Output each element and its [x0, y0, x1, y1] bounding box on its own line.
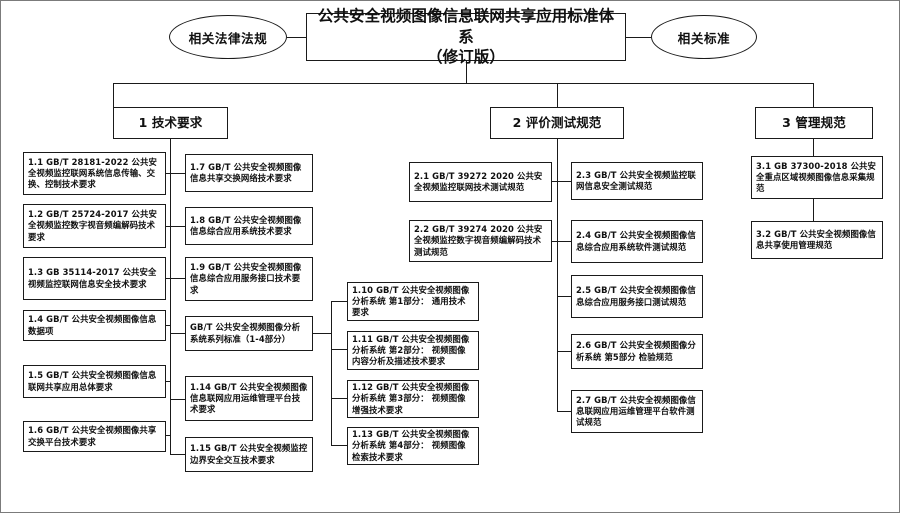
leaf-3.1-text: 3.1 GB 37300-2018 公共安全重点区域视频图像信息采集规范 — [756, 160, 876, 194]
connector-cat1-spine — [170, 139, 171, 454]
leaf-1.11-text: 1.11 GB/T 公共安全视频图像分析系统 第2部分： 视频图像内容分析及描述… — [352, 333, 470, 367]
leaf-analysis-series-text: GB/T 公共安全视频图像分析系统系列标准（1-4部分） — [190, 322, 301, 344]
connector-cat1-col2-1.7 — [170, 173, 185, 174]
leaf-1.14[interactable]: 1.14 GB/T 公共安全视频图像信息联网应用运维管理平台技术要求 — [185, 376, 313, 421]
connector-series-1.10 — [331, 301, 347, 302]
leaf-1.4[interactable]: 1.4 GB/T 公共安全视频图像信息数据项 — [23, 310, 166, 341]
leaf-1.8-text: 1.8 GB/T 公共安全视频图像信息综合应用系统技术要求 — [190, 214, 302, 236]
connector-cat3-to-3.1 — [813, 139, 814, 156]
leaf-1.14-text: 1.14 GB/T 公共安全视频图像信息联网应用运维管理平台技术要求 — [190, 381, 308, 415]
connector-cat2-col2-2.3 — [557, 181, 571, 182]
connector-series-spine — [331, 301, 332, 445]
connector-laws-to-root — [287, 37, 306, 38]
connector-cat1-col2-1.15 — [170, 454, 185, 455]
leaf-2.3-text: 2.3 GB/T 公共安全视频监控联网信息安全测试规范 — [576, 169, 696, 191]
connector-3.1-to-3.2 — [813, 199, 814, 221]
leaf-1.7[interactable]: 1.7 GB/T 公共安全视频图像信息共享交换网络技术要求 — [185, 154, 313, 192]
connector-cat2-col2-2.7 — [557, 411, 571, 412]
leaf-1.3[interactable]: 1.3 GB 35114-2017 公共安全视频监控联网信息安全技术要求 — [23, 257, 166, 300]
node-root-title-text: 公共安全视频图像信息联网共享应用标准体系 （修订版） — [317, 7, 615, 67]
node-related-standards-label: 相关标准 — [677, 30, 731, 46]
leaf-2.2[interactable]: 2.2 GB/T 39274 2020 公共安全视频监控数字视音频编解码技术测试… — [409, 220, 552, 262]
leaf-2.2-text: 2.2 GB/T 39274 2020 公共安全视频监控数字视音频编解码技术测试… — [414, 224, 543, 257]
leaf-1.15-text: 1.15 GB/T 公共安全视频监控边界安全交互技术要求 — [190, 443, 308, 465]
leaf-2.4[interactable]: 2.4 GB/T 公共安全视频图像信息综合应用系统软件测试规范 — [571, 220, 703, 263]
leaf-3.2-text: 3.2 GB/T 公共安全视频图像信息共享使用管理规范 — [756, 228, 876, 250]
connector-trunk-to-cat1 — [113, 83, 114, 107]
leaf-2.5-text: 2.5 GB/T 公共安全视频图像信息综合应用服务接口测试规范 — [576, 285, 696, 307]
leaf-1.1[interactable]: 1.1 GB/T 28181-2022 公共安全视频监控联网系统信息传输、交换、… — [23, 152, 166, 195]
leaf-1.12[interactable]: 1.12 GB/T 公共安全视频图像分析系统 第3部分： 视频图像增强技术要求 — [347, 380, 479, 418]
node-root-title[interactable]: 公共安全视频图像信息联网共享应用标准体系 （修订版） — [306, 7, 626, 66]
leaf-1.10[interactable]: 1.10 GB/T 公共安全视频图像分析系统 第1部分： 通用技术要求 — [347, 282, 479, 321]
node-related-standards[interactable]: 相关标准 — [651, 15, 757, 59]
leaf-1.13-text: 1.13 GB/T 公共安全视频图像分析系统 第4部分： 视频图像检索技术要求 — [352, 429, 470, 462]
leaf-2.5[interactable]: 2.5 GB/T 公共安全视频图像信息综合应用服务接口测试规范 — [571, 275, 703, 318]
category-3-management-spec[interactable]: 3 管理规范 — [755, 107, 873, 139]
category-3-label: 3 管理规范 — [782, 115, 846, 130]
connector-series-1.13 — [331, 445, 347, 446]
connector-series-1.11 — [331, 349, 347, 350]
leaf-1.8[interactable]: 1.8 GB/T 公共安全视频图像信息综合应用系统技术要求 — [185, 207, 313, 245]
connector-series-out — [313, 333, 331, 334]
leaf-1.6-text: 1.6 GB/T 公共安全视频图像共享交换平台技术要求 — [28, 425, 157, 447]
leaf-1.5[interactable]: 1.5 GB/T 公共安全视频图像信息联网共享应用总体要求 — [23, 365, 166, 398]
leaf-1.9-text: 1.9 GB/T 公共安全视频图像信息综合应用服务接口技术要求 — [190, 262, 302, 295]
leaf-3.1[interactable]: 3.1 GB 37300-2018 公共安全重点区域视频图像信息采集规范 — [751, 156, 883, 199]
connector-cat1-col2-1.14 — [170, 399, 185, 400]
leaf-2.7[interactable]: 2.7 GB/T 公共安全视频图像信息联网应用运维管理平台软件测试规范 — [571, 390, 703, 433]
connector-cat1-col1-1.6 — [166, 435, 171, 436]
connector-cat1-col1-1.3 — [166, 278, 171, 279]
leaf-1.9[interactable]: 1.9 GB/T 公共安全视频图像信息综合应用服务接口技术要求 — [185, 257, 313, 301]
connector-cat1-col2-series — [170, 333, 185, 334]
connector-cat2-col2-2.6 — [557, 351, 571, 352]
connector-cat1-col2-1.8 — [170, 226, 185, 227]
connector-cat1-col1-1.2 — [166, 226, 171, 227]
connector-cat2-col1-2.1 — [552, 181, 558, 182]
category-1-label: 1 技术要求 — [138, 115, 203, 130]
connector-root-down — [466, 61, 467, 83]
leaf-1.3-text: 1.3 GB 35114-2017 公共安全视频监控联网信息安全技术要求 — [28, 267, 157, 289]
connector-main-trunk — [113, 83, 813, 84]
leaf-1.12-text: 1.12 GB/T 公共安全视频图像分析系统 第3部分： 视频图像增强技术要求 — [352, 382, 470, 415]
leaf-analysis-series[interactable]: GB/T 公共安全视频图像分析系统系列标准（1-4部分） — [185, 316, 313, 351]
leaf-2.6[interactable]: 2.6 GB/T 公共安全视频图像分析系统 第5部分 检验规范 — [571, 334, 703, 369]
category-2-evaluation-test-spec[interactable]: 2 评价测试规范 — [490, 107, 624, 139]
leaf-1.2[interactable]: 1.2 GB/T 25724-2017 公共安全视频监控数字视音频编解码技术要求 — [23, 204, 166, 248]
connector-cat2-col1-2.2 — [552, 241, 558, 242]
leaf-3.2[interactable]: 3.2 GB/T 公共安全视频图像信息共享使用管理规范 — [751, 221, 883, 259]
connector-cat2-col2-2.5 — [557, 296, 571, 297]
connector-cat1-col1-1.1 — [166, 173, 171, 174]
connector-series-1.12 — [331, 398, 347, 399]
connector-trunk-to-cat2 — [557, 83, 558, 107]
connector-cat1-col1-1.5 — [166, 381, 171, 382]
leaf-2.3[interactable]: 2.3 GB/T 公共安全视频监控联网信息安全测试规范 — [571, 162, 703, 200]
connector-cat2-spine — [557, 139, 558, 411]
leaf-1.13[interactable]: 1.13 GB/T 公共安全视频图像分析系统 第4部分： 视频图像检索技术要求 — [347, 427, 479, 465]
leaf-1.7-text: 1.7 GB/T 公共安全视频图像信息共享交换网络技术要求 — [190, 161, 302, 183]
connector-cat2-col2-2.4 — [557, 241, 571, 242]
connector-cat1-col1-1.4 — [166, 325, 171, 326]
leaf-1.11[interactable]: 1.11 GB/T 公共安全视频图像分析系统 第2部分： 视频图像内容分析及描述… — [347, 331, 479, 370]
leaf-1.15[interactable]: 1.15 GB/T 公共安全视频监控边界安全交互技术要求 — [185, 437, 313, 472]
leaf-1.6[interactable]: 1.6 GB/T 公共安全视频图像共享交换平台技术要求 — [23, 421, 166, 452]
node-related-laws[interactable]: 相关法律法规 — [169, 15, 287, 59]
leaf-2.1-text: 2.1 GB/T 39272 2020 公共安全视频监控联网技术测试规范 — [414, 170, 543, 192]
leaf-1.2-text: 1.2 GB/T 25724-2017 公共安全视频监控数字视音频编解码技术要求 — [28, 209, 157, 242]
leaf-1.1-text: 1.1 GB/T 28181-2022 公共安全视频监控联网系统信息传输、交换、… — [28, 156, 157, 190]
connector-cat1-col2-1.9 — [170, 278, 185, 279]
leaf-1.10-text: 1.10 GB/T 公共安全视频图像分析系统 第1部分： 通用技术要求 — [352, 284, 470, 318]
leaf-2.4-text: 2.4 GB/T 公共安全视频图像信息综合应用系统软件测试规范 — [576, 230, 696, 252]
connector-trunk-to-cat3 — [813, 83, 814, 107]
leaf-2.7-text: 2.7 GB/T 公共安全视频图像信息联网应用运维管理平台软件测试规范 — [576, 394, 696, 428]
category-1-technical-requirements[interactable]: 1 技术要求 — [113, 107, 228, 139]
leaf-2.6-text: 2.6 GB/T 公共安全视频图像分析系统 第5部分 检验规范 — [576, 340, 696, 362]
leaf-1.4-text: 1.4 GB/T 公共安全视频图像信息数据项 — [28, 314, 157, 336]
leaf-1.5-text: 1.5 GB/T 公共安全视频图像信息联网共享应用总体要求 — [28, 370, 157, 392]
leaf-2.1[interactable]: 2.1 GB/T 39272 2020 公共安全视频监控联网技术测试规范 — [409, 162, 552, 202]
node-related-laws-label: 相关法律法规 — [188, 30, 268, 46]
connector-root-to-standards — [626, 37, 651, 38]
category-2-label: 2 评价测试规范 — [512, 115, 602, 130]
